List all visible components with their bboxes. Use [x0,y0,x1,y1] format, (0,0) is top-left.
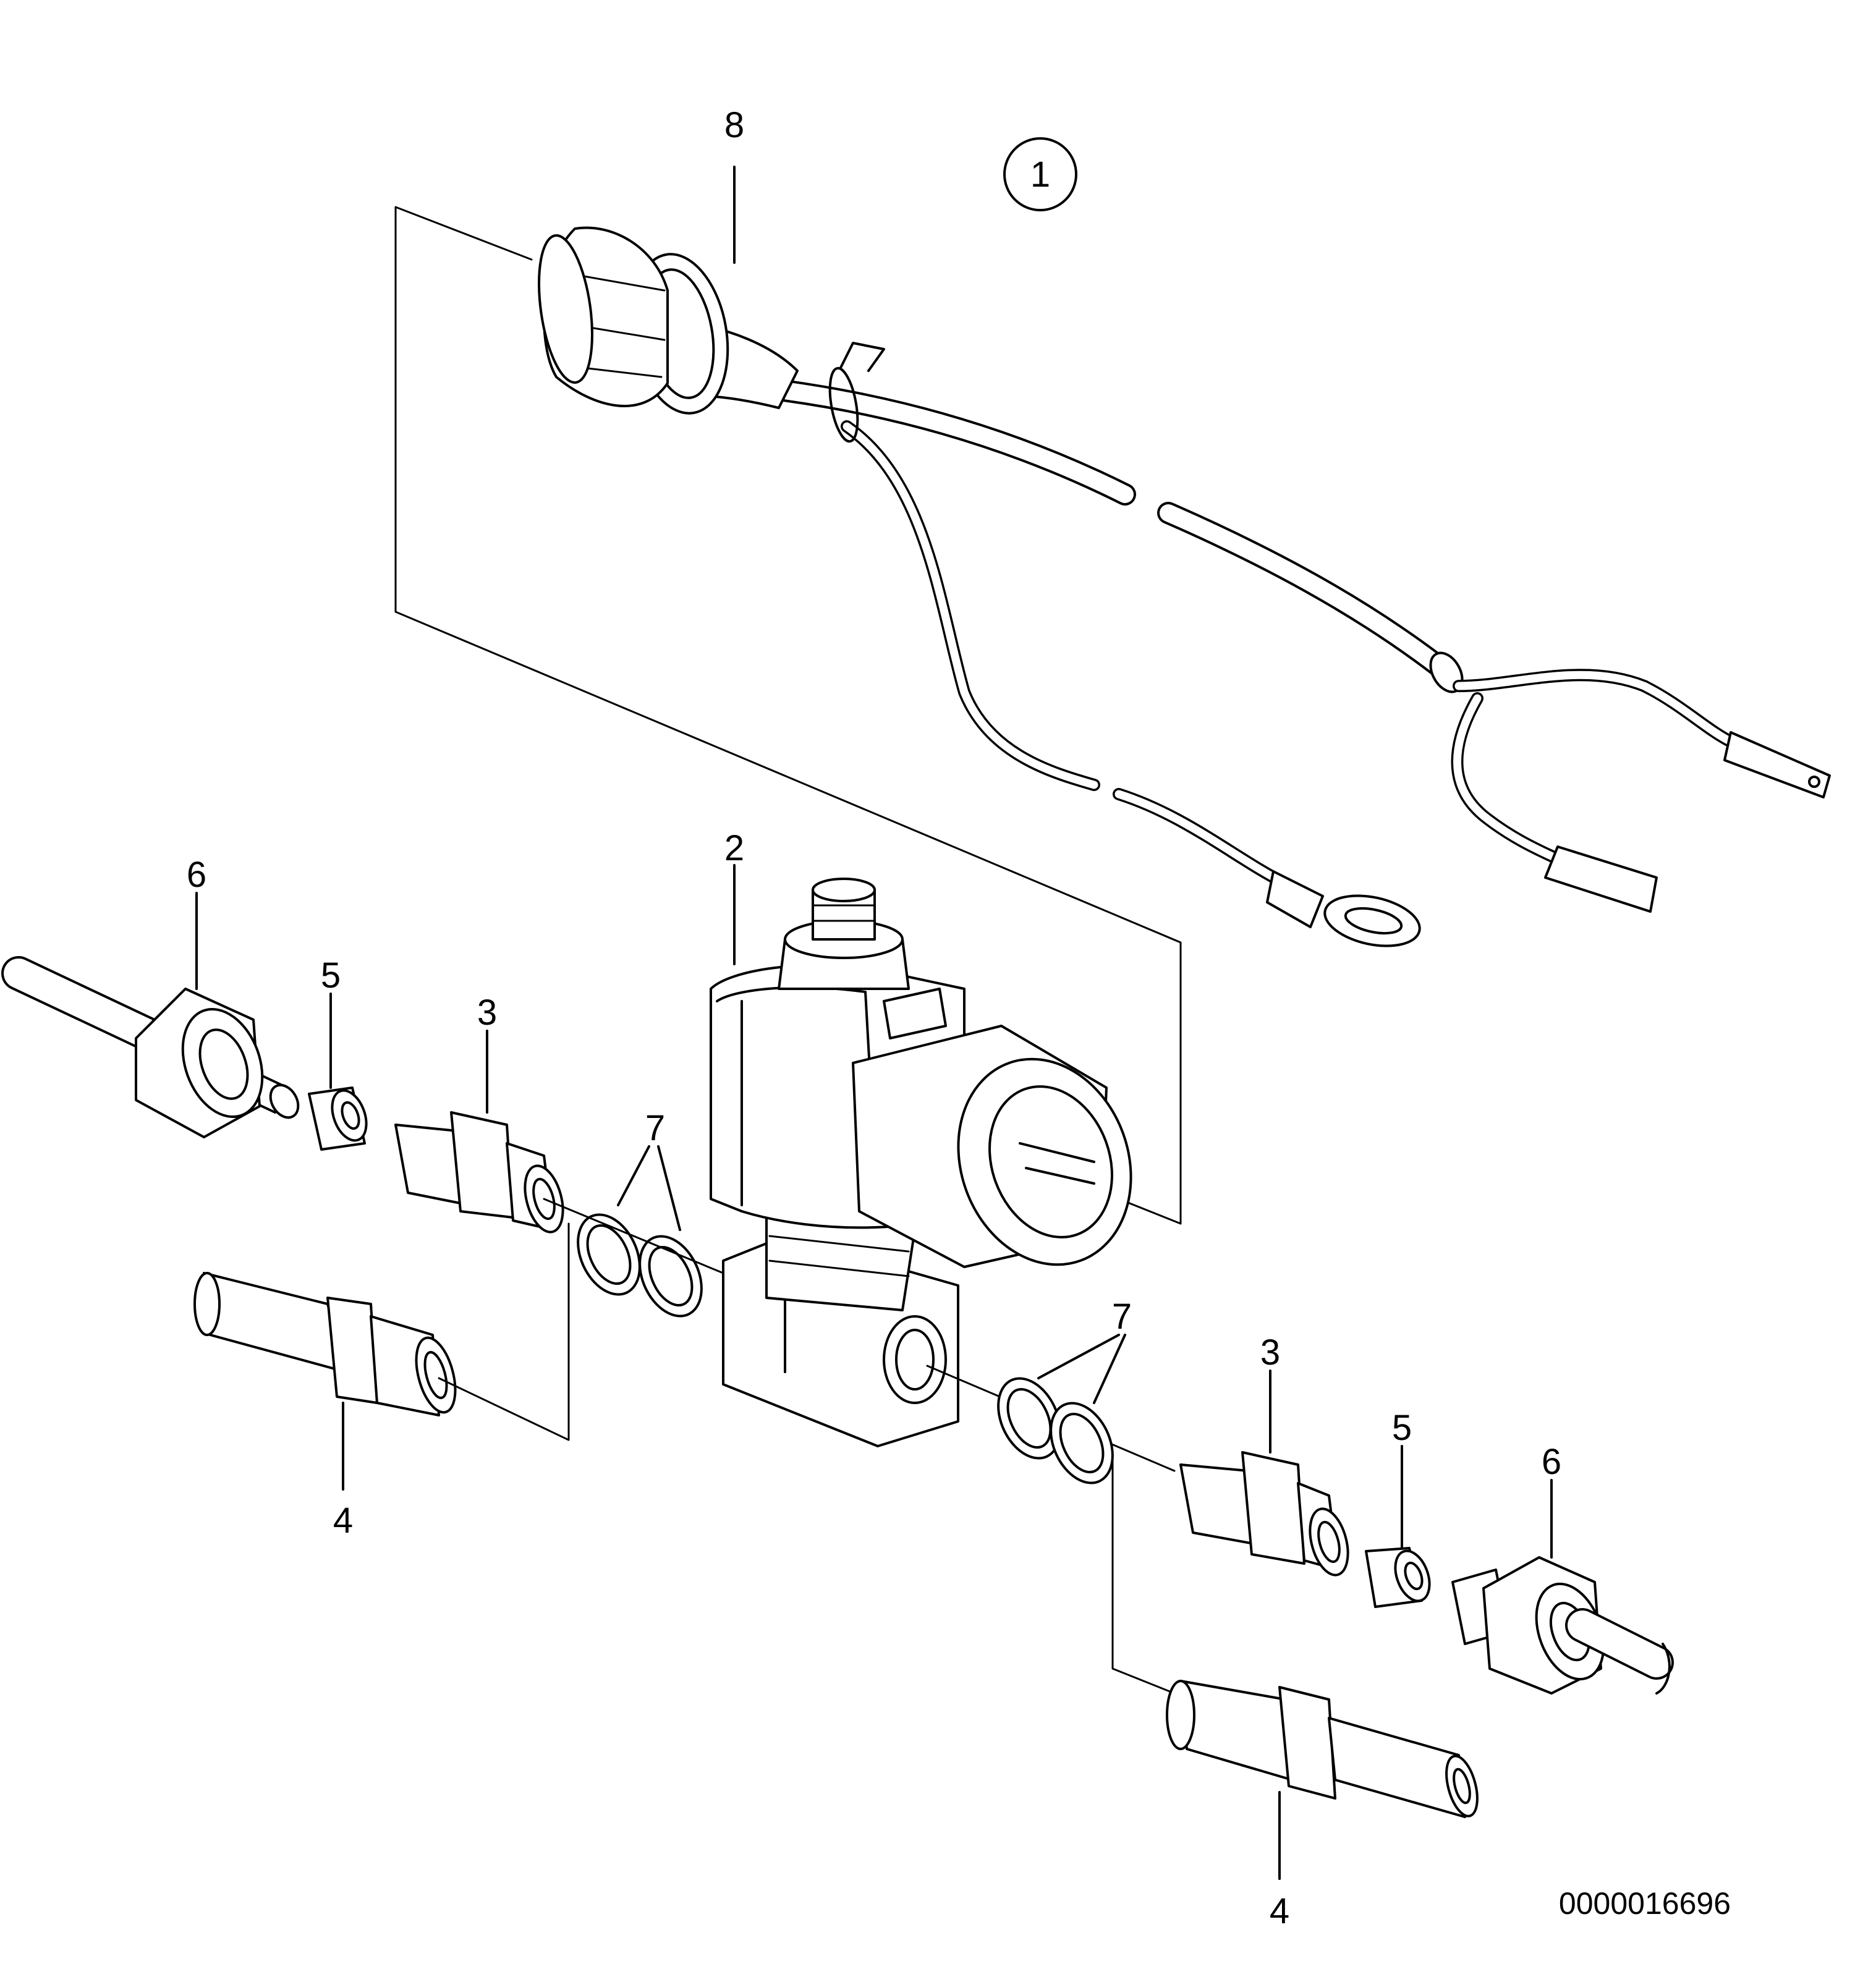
assembly-frame-lines [394,206,1182,1225]
callout-label-adapter-left: 3 [477,993,497,1033]
sleeve-right [1365,1445,1431,1608]
seal-rings-right [997,1334,1126,1484]
union-nut-left [135,892,264,1138]
sleeve-left [308,993,368,1151]
callout-label-seals-left: 7 [645,1108,665,1148]
callout-label-hose-nipple-left: 4 [333,1501,353,1541]
callout-group-1: 1 [1003,137,1077,211]
cable-harness-part [538,166,1831,947]
callout-label-adapter-right: 3 [1260,1332,1280,1373]
hose-nipple-left [193,1272,457,1491]
left-assembly-lines [438,1198,724,1441]
hose-nipple-right [1166,1680,1479,1880]
callout-label-group: 1 [1030,155,1050,195]
solenoid-valve-part [710,864,1132,1447]
union-nut-right [1451,1479,1605,1695]
callout-label-valve: 2 [724,828,744,868]
right-pipe [1565,1608,1674,1695]
seal-rings-left [577,1145,703,1318]
callout-label-harness: 8 [724,105,744,145]
document-number: 0000016696 [1559,1886,1731,1921]
callout-label-seals-right: 7 [1112,1297,1132,1337]
adapter-right [1179,1370,1349,1577]
adapter-left [394,1030,564,1234]
callout-label-nut-left: 6 [187,855,206,895]
callout-label-nut-right: 6 [1542,1442,1561,1482]
callout-label-sleeve-left: 5 [321,955,341,996]
callout-label-sleeve-right: 5 [1392,1408,1412,1448]
callout-label-hose-nipple-right: 4 [1270,1891,1289,1931]
